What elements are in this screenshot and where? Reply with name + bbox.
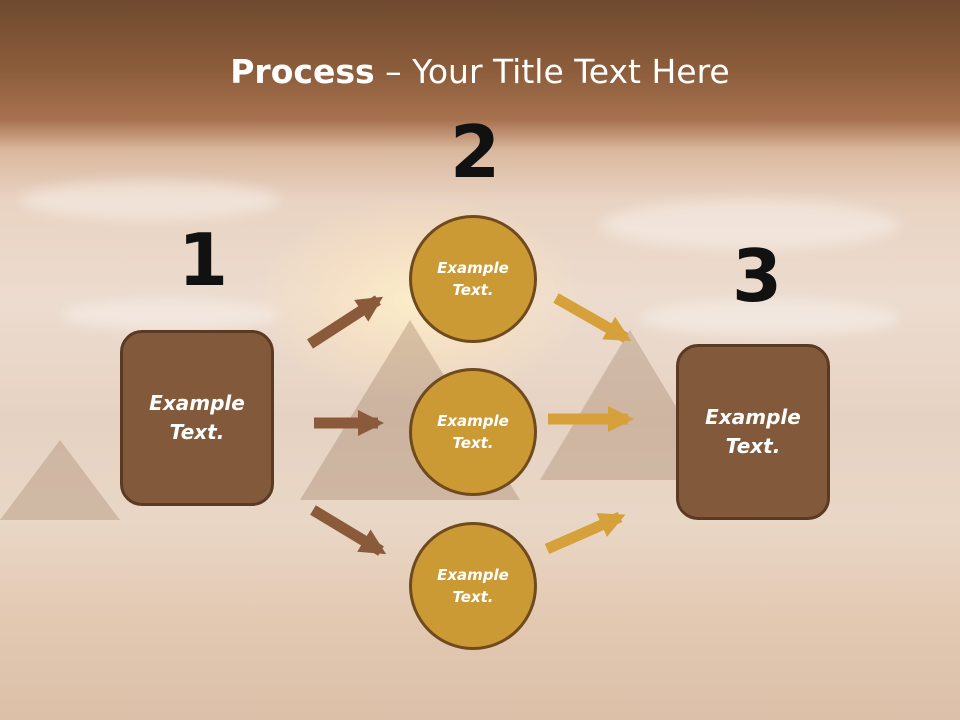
step2-circle-bottom: Example Text. bbox=[409, 522, 537, 650]
page-title: Process – Your Title Text Here bbox=[0, 52, 960, 91]
step1-box: Example Text. bbox=[120, 330, 274, 506]
cloud bbox=[640, 300, 900, 336]
step-number-1: 1 bbox=[178, 218, 229, 302]
step-number-3: 3 bbox=[732, 234, 783, 318]
title-bold: Process bbox=[230, 52, 375, 91]
arrow-2a-to-3 bbox=[553, 293, 632, 343]
step3-box: Example Text. bbox=[676, 344, 830, 520]
cloud bbox=[60, 300, 280, 330]
cloud bbox=[600, 200, 900, 250]
arrow-1-to-2a bbox=[307, 295, 384, 349]
step3-label: Example Text. bbox=[705, 405, 801, 458]
step2-label-bottom: Example Text. bbox=[437, 565, 509, 607]
step-number-2: 2 bbox=[450, 110, 501, 194]
step1-label: Example Text. bbox=[149, 391, 245, 444]
step2-circle-top: Example Text. bbox=[409, 215, 537, 343]
step2-circle-middle: Example Text. bbox=[409, 368, 537, 496]
cloud bbox=[20, 180, 280, 220]
pyramid-shape bbox=[0, 440, 120, 520]
step2-label-middle: Example Text. bbox=[437, 411, 509, 453]
arrow-1-to-2c bbox=[310, 505, 387, 556]
step2-label-top: Example Text. bbox=[437, 258, 509, 300]
title-rest: – Your Title Text Here bbox=[374, 52, 730, 91]
arrow-2c-to-3 bbox=[544, 511, 626, 555]
